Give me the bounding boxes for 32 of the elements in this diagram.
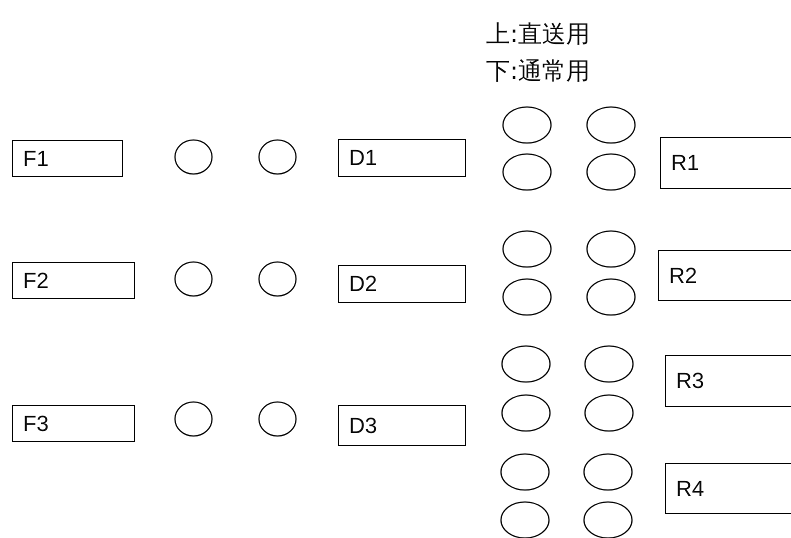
label-box: R1 [660,137,791,189]
note-text: 上:直送用 [486,19,590,50]
empty-ellipse [586,153,636,191]
empty-ellipse [174,401,213,437]
note-text: 下:通常用 [486,56,590,87]
label-box: D3 [338,405,466,446]
empty-ellipse [500,453,550,491]
empty-ellipse [502,230,552,268]
label-box: F1 [12,140,123,177]
label-box: F2 [12,262,135,299]
empty-ellipse [258,401,297,437]
label-box: D2 [338,265,466,303]
empty-ellipse [501,394,551,432]
empty-ellipse [583,453,633,491]
empty-ellipse [501,345,551,383]
label-box: R3 [665,355,791,407]
empty-ellipse [502,278,552,316]
empty-ellipse [586,278,636,316]
label-box: R2 [658,250,791,301]
label-box: D1 [338,139,466,177]
empty-ellipse [258,261,297,297]
empty-ellipse [584,345,634,383]
empty-ellipse [586,106,636,144]
label-box: R4 [665,463,791,514]
empty-ellipse [586,230,636,268]
empty-ellipse [584,394,634,432]
empty-ellipse [502,153,552,191]
empty-ellipse [174,139,213,175]
label-box: F3 [12,405,135,442]
empty-ellipse [502,106,552,144]
empty-ellipse [258,139,297,175]
empty-ellipse [174,261,213,297]
